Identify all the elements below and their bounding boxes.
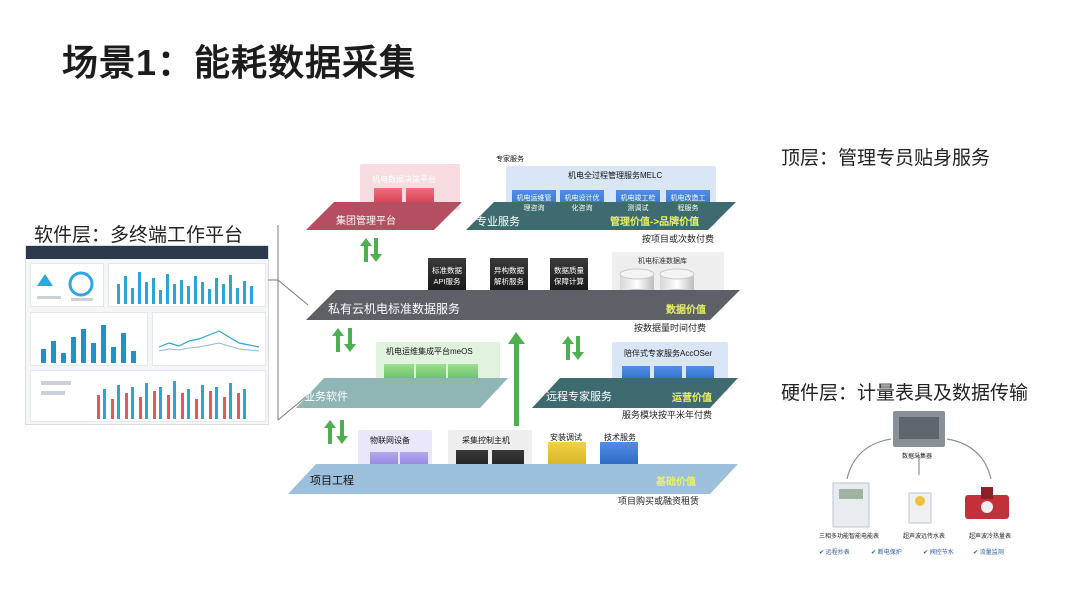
remote-fee-caption: 服务模块按平米年付费: [622, 410, 713, 420]
private-cloud-block: [306, 252, 740, 320]
top-layer-label: 顶层：管理专员贴身服务: [781, 148, 991, 169]
basic-value-label: 基础价值: [656, 477, 696, 488]
business-software-block: [296, 342, 508, 408]
tech-service-label: 技术服务: [604, 433, 636, 442]
vertical-arrows: [324, 238, 584, 444]
cube-heterogeneous-parsing: 异构数据解析服务: [494, 266, 524, 286]
dashboard-screenshot: [25, 245, 269, 425]
hardware-layer-label: 硬件层：计量表具及数据传输: [781, 383, 1029, 404]
group-platform-slab: [306, 202, 462, 230]
expert-service-tag: 专家服务: [496, 156, 524, 163]
check-item-2: ✔ 断电保护: [871, 550, 902, 556]
installation-label: 安装调试: [550, 433, 582, 442]
dashboard-bar-card-2: [30, 312, 148, 366]
business-software-slab: [296, 378, 508, 408]
electric-meter-label: 三相多功能智能电能表: [819, 534, 880, 540]
accoser-header: 陪伴式专家服务AccOSer: [624, 349, 713, 358]
layered-architecture-diagram: 机电数据决策平台 集团管理平台 专家服务 机电全过程管理服务MELC 机电运维管…: [276, 150, 762, 510]
expert-service-bar-label: 专业服务: [476, 216, 520, 228]
expert-item-1: 机电运维管理咨询: [516, 195, 552, 212]
project-engineering-slab: [288, 464, 738, 494]
operation-value-label: 运营价值: [672, 393, 712, 404]
control-host-label: 采集控制主机: [462, 436, 510, 445]
business-software-bar-label: 业务软件: [304, 391, 348, 403]
standard-database-label: 机电标准数据库: [638, 258, 687, 265]
check-item-3-text: 阀控节水: [929, 550, 954, 556]
dashboard-bar-chart-3: [41, 381, 246, 419]
group-decision-platform-label: 机电数据决策平台: [372, 175, 436, 184]
expert-service-slab: [466, 202, 736, 230]
expert-item-3: 机电竣工检测调试: [620, 195, 656, 212]
project-fee-caption: 项目购买或融资租赁: [618, 496, 700, 506]
dashboard-bar-card-3: [30, 370, 266, 422]
check-item-2-text: 断电保护: [877, 550, 902, 556]
gateway-label: 数据采集器: [902, 454, 933, 460]
melc-header: 机电全过程管理服务MELC: [568, 171, 663, 180]
private-cloud-bar-label: 私有云机电标准数据服务: [328, 302, 461, 316]
dashboard-kpi-card: [30, 263, 104, 307]
group-platform-bar-label: 集团管理平台: [336, 216, 396, 227]
dashboard-kpi-icons: [37, 271, 94, 301]
project-bar-label: 项目工程: [310, 475, 354, 487]
dashboard-line-chart: [158, 330, 260, 352]
check-item-3: ✔ 阀控节水: [923, 550, 954, 556]
check-item-4-text: 流量监测: [979, 550, 1004, 556]
data-fee-caption: 按数据量时间付费: [634, 323, 707, 333]
hardware-graphics: [832, 411, 1009, 528]
data-value-label: 数据价值: [666, 305, 706, 316]
dashboard-line-card: [152, 312, 266, 366]
private-cloud-slab: [306, 290, 740, 320]
page-title: 场景1：能耗数据采集: [62, 42, 417, 83]
heat-meter-label: 超声波冷热量表: [969, 534, 1012, 540]
expert-item-2: 机电设计优化咨询: [564, 195, 600, 212]
expert-service-block: [466, 166, 736, 230]
group-platform-block: [306, 164, 462, 230]
project-engineering-block: [288, 430, 738, 494]
diagram-graphics: [288, 164, 740, 494]
software-layer-label: 软件层：多终端工作平台: [34, 225, 244, 246]
expert-value-label: 管理价值->品牌价值: [610, 217, 700, 228]
iot-device-label: 物联网设备: [370, 436, 410, 445]
dashboard-bar-chart-1: [117, 272, 253, 304]
remote-expert-slab: [532, 378, 738, 408]
hardware-panel: 数据采集器 三相多功能智能电能表 超声波远传水表 超声波冷热量表 ✔ 远程抄表 …: [805, 405, 1041, 565]
check-item-1: ✔ 远程抄表: [819, 550, 850, 556]
remote-expert-bar-label: 远程专家服务: [546, 391, 612, 403]
water-meter-label: 超声波远传水表: [903, 534, 946, 540]
cube-quality-assurance: 数据质量保障计算: [554, 266, 584, 286]
dashboard-bar-chart-2: [41, 325, 136, 363]
check-item-4: ✔ 流量监测: [973, 550, 1004, 556]
dashboard-bar-card-1: [108, 263, 266, 307]
screenshot-connector-lines: [268, 225, 309, 421]
expert-item-4: 机电改造工程服务: [670, 195, 706, 212]
dashboard-topbar: [26, 246, 268, 259]
expert-fee-caption: 按项目或次数付费: [642, 234, 715, 244]
meos-header: 机电运维集成平台meOS: [386, 347, 473, 356]
remote-expert-block: [532, 342, 738, 408]
check-item-1-text: 远程抄表: [825, 550, 850, 556]
cube-api-service: 标准数据API服务: [432, 266, 462, 286]
